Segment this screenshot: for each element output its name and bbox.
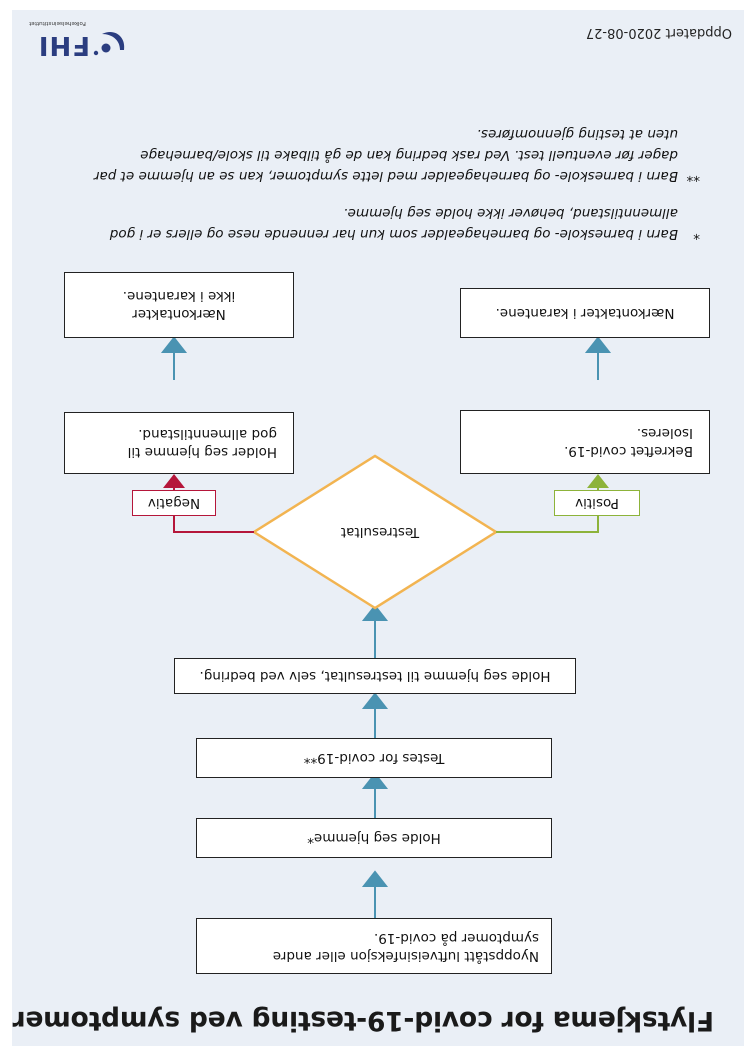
footnote-2-line1: Barn i barneskole- og barnehagealder med… [93, 168, 678, 184]
negative-contacts-line2: ikke i karantene. [122, 288, 236, 304]
step2-label: Holde seg hjemme* [307, 830, 441, 846]
footnote-1-mark: * [693, 226, 700, 242]
footnote-2-line2: dager før eventuell test. Ved rask bedri… [140, 147, 678, 163]
decision-label: Testresultat [340, 524, 420, 540]
step1-line1: Nyoppstått luftveisinfeksjon eller andre [272, 948, 539, 964]
positive-contacts-box: Nærkontakter i karantene. [460, 288, 710, 338]
step1-line2: symptomer på covid-19. [373, 930, 539, 946]
negative-result-line2: god allmenntilstand. [138, 426, 277, 442]
step3-label: Testes for covid-19** [303, 750, 445, 766]
logo-text: FHI [37, 30, 90, 60]
negative-result-box: Holder seg hjemme til god allmenntilstan… [64, 412, 294, 474]
footnote-1-line2: allmenntilstand, behøver ikke holde seg … [343, 205, 678, 221]
positive-result-line1: Bekreftet covid-19. [564, 443, 693, 459]
arrowhead-positive [587, 474, 609, 488]
footnote-2: ** Barn i barneskole- og barnehagealder … [40, 123, 700, 186]
footnote-1: * Barn i barneskole- og barnehagealder s… [40, 202, 700, 244]
negative-label: Negativ [132, 490, 216, 516]
updated-date: Oppdatert 2020-08-27 [585, 25, 732, 40]
footnote-2-mark: ** [686, 168, 701, 184]
arrowhead-neg-contacts [160, 336, 188, 353]
positive-label: Positiv [554, 490, 640, 516]
step-new-symptoms: Nyoppstått luftveisinfeksjon eller andre… [196, 918, 552, 974]
positive-result-box: Bekreftet covid-19. Isoleres. [460, 410, 710, 474]
step-stay-home: Holde seg hjemme* [196, 818, 552, 858]
positive-result-line2: Isoleres. [636, 425, 693, 441]
step-await-result: Holde seg hjemme til testresultat, selv … [174, 658, 576, 694]
step-get-tested: Testes for covid-19** [196, 738, 552, 778]
arrowhead-step2 [361, 870, 389, 887]
arrowhead-step4 [361, 692, 389, 709]
arrowhead-pos-contacts [584, 336, 612, 353]
arrowhead-step3 [361, 772, 389, 789]
logo-mark-icon [93, 31, 125, 56]
arrowhead-decision [361, 604, 389, 621]
logo-tagline: Folkehelseinstituttet [29, 20, 86, 26]
decision-diamond [251, 454, 499, 610]
step4-label: Holde seg hjemme til testresultat, selv … [199, 668, 551, 684]
footnotes: * Barn i barneskole- og barnehagealder s… [40, 107, 700, 244]
footnote-2-line3: uten at testing gjennomføres. [476, 126, 678, 142]
fhi-logo: FHI Folkehelseinstituttet [25, 16, 130, 60]
arrowhead-negative [163, 474, 185, 488]
negative-result-line1: Holder seg hjemme til [127, 444, 277, 460]
positive-contacts-label: Nærkontakter i karantene. [495, 305, 675, 321]
negative-contacts-box: Nærkontakter ikke i karantene. [64, 272, 294, 338]
footnote-1-line1: Barn i barneskole- og barnehagealder som… [109, 226, 678, 242]
negative-contacts-line1: Nærkontakter [132, 306, 226, 322]
